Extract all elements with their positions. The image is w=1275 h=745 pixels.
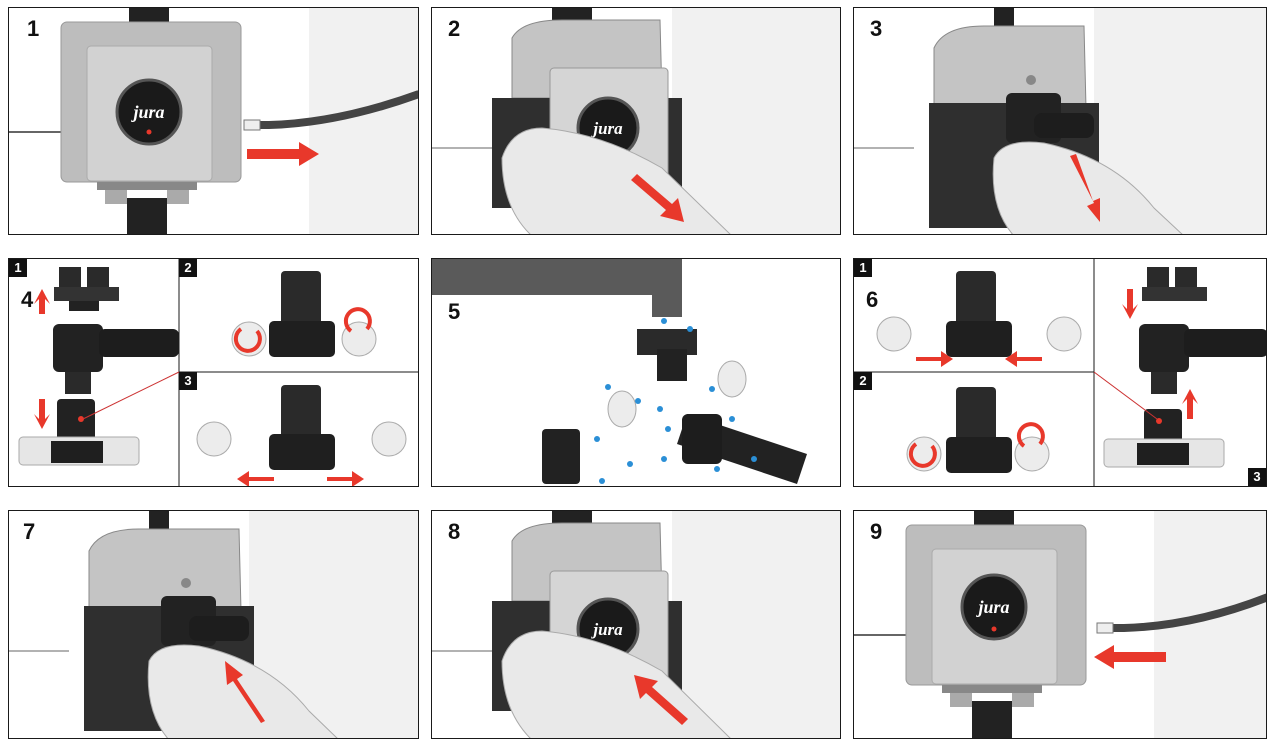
arrow-up-left-icon	[634, 675, 688, 725]
step-1-illustration: jura	[9, 8, 418, 234]
arrow-down-icon	[34, 399, 50, 429]
step-number: 5	[448, 299, 461, 324]
arrow-right-icon	[327, 471, 364, 486]
svg-text:jura: jura	[590, 119, 623, 138]
step-5-illustration	[432, 259, 807, 484]
arrow-left-icon	[237, 471, 274, 486]
step-9-illustration: jura	[854, 511, 1266, 738]
arrow-down-icon	[1070, 154, 1100, 222]
step-5-panel: 5	[431, 258, 841, 487]
step-3-panel: 3	[853, 7, 1267, 235]
step-number: 3	[870, 16, 883, 41]
arrow-down-right-icon	[631, 174, 684, 222]
step-8-illustration: jura	[432, 511, 840, 738]
step-6-panel: 1 6 2 3	[853, 258, 1267, 487]
step-4-panel: 1 4 2 3	[8, 258, 419, 487]
arrow-up-icon	[1182, 389, 1198, 419]
step-3-illustration	[854, 8, 1266, 234]
step-number: 6	[866, 287, 879, 312]
step-number: 4	[21, 287, 34, 312]
step-8-panel: 8 jura	[431, 510, 841, 739]
arrow-left-icon	[1005, 351, 1042, 367]
step-9-panel: 9 jura	[853, 510, 1267, 739]
step-number: 1	[27, 16, 40, 41]
arrow-up-icon	[34, 289, 50, 314]
step-number: 2	[448, 16, 461, 41]
jura-logo: jura	[130, 102, 164, 122]
step-2-panel: 2 jura	[431, 7, 841, 235]
svg-text:jura: jura	[590, 620, 623, 639]
step-4-illustration	[18, 259, 418, 486]
arrow-down-icon	[1122, 289, 1138, 319]
arrow-right-icon	[916, 351, 953, 367]
substep-badge: 3	[179, 372, 197, 390]
step-number: 8	[448, 519, 461, 544]
arrow-left-icon	[1094, 645, 1166, 669]
step-number: 7	[23, 519, 36, 544]
step-1-panel: 1 jura	[8, 7, 419, 235]
step-6-illustration	[854, 259, 1266, 486]
step-7-illustration	[9, 511, 418, 738]
substep-badge: 1	[9, 259, 27, 277]
arrow-right-icon	[247, 142, 319, 166]
svg-text:jura: jura	[975, 597, 1009, 617]
step-2-illustration: jura	[432, 8, 840, 234]
substep-badge: 2	[179, 259, 197, 277]
arrow-up-left-icon	[225, 661, 265, 723]
step-number: 9	[870, 519, 883, 544]
water-drops	[594, 318, 757, 484]
substep-badge: 3	[1248, 468, 1266, 486]
step-7-panel: 7	[8, 510, 419, 739]
substep-badge: 2	[854, 372, 872, 390]
substep-badge: 1	[854, 259, 872, 277]
